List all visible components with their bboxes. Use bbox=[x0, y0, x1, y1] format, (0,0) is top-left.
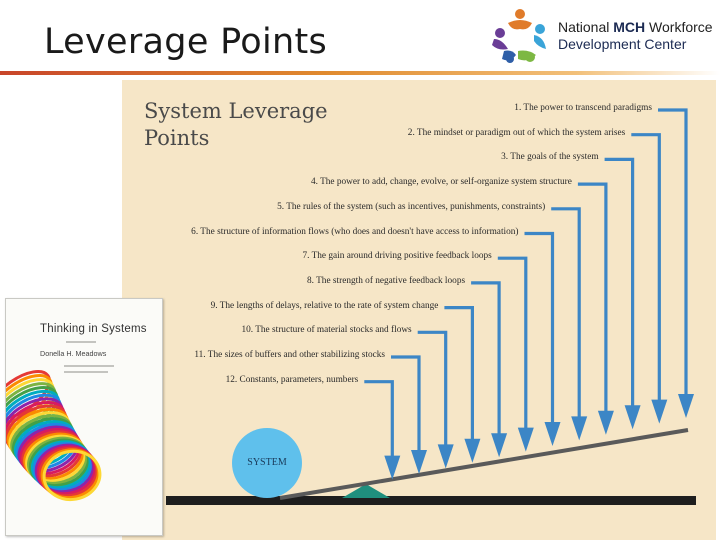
book-subtitle-line bbox=[66, 341, 96, 343]
leverage-point-label-3: 3. The goals of the system bbox=[501, 152, 599, 163]
book-editor-line-2 bbox=[64, 371, 108, 373]
leverage-arrow-9 bbox=[444, 306, 474, 443]
system-ball bbox=[232, 428, 302, 498]
leverage-arrow-11 bbox=[391, 355, 421, 454]
leverage-point-label-7: 7. The gain around driving positive feed… bbox=[302, 251, 492, 262]
slinky-illustration bbox=[6, 370, 102, 502]
leverage-point-label-4: 4. The power to add, change, evolve, or … bbox=[310, 177, 572, 188]
fulcrum bbox=[342, 484, 390, 498]
leverage-points-diagram: System Leverage Points 1. The power to t… bbox=[122, 80, 716, 540]
leverage-arrowhead-9 bbox=[464, 438, 481, 463]
slinky-coil bbox=[42, 449, 102, 502]
leverage-point-label-1: 1. The power to transcend paradigms bbox=[514, 103, 652, 113]
book-editor-line bbox=[64, 365, 114, 367]
logo-people-icon bbox=[492, 9, 546, 63]
leverage-point-label-6: 6. The structure of information flows (w… bbox=[191, 226, 519, 237]
diagram-heading-line2: Points bbox=[144, 126, 210, 150]
leverage-arrowhead-7 bbox=[517, 427, 534, 452]
diagram-graphic bbox=[166, 108, 696, 505]
book-cover: Thinking in Systems Donella H. Meadows bbox=[5, 298, 163, 536]
leverage-point-label-9: 9. The lengths of delays, relative to th… bbox=[210, 300, 439, 311]
leverage-arrowhead-6 bbox=[544, 422, 561, 446]
leverage-arrowhead-5 bbox=[571, 416, 588, 441]
leverage-arrowhead-12 bbox=[384, 455, 401, 480]
leverage-point-label-11: 11. The sizes of buffers and other stabi… bbox=[194, 350, 385, 360]
leverage-point-label-10: 10. The structure of material stocks and… bbox=[241, 325, 412, 336]
leverage-arrow-8 bbox=[471, 281, 501, 438]
system-label: SYSTEM bbox=[247, 457, 287, 468]
logo-name-line2: Development Center bbox=[558, 36, 687, 52]
leverage-point-label-5: 5. The rules of the system (such as ince… bbox=[277, 201, 546, 212]
leverage-point-label-2: 2. The mindset or paradigm out of which … bbox=[407, 127, 626, 138]
leverage-point-label-12: 12. Constants, parameters, numbers bbox=[225, 374, 359, 385]
organization-logo: National MCH Workforce Development Cente… bbox=[488, 5, 718, 69]
leverage-arrowhead-8 bbox=[491, 433, 508, 458]
leverage-arrow-2 bbox=[631, 133, 661, 404]
leverage-arrow-3 bbox=[604, 157, 635, 410]
slide-title: Leverage Points bbox=[44, 22, 328, 62]
leverage-arrow-12 bbox=[364, 380, 394, 460]
book-author: Donella H. Meadows bbox=[40, 349, 107, 358]
leverage-arrow-7 bbox=[497, 256, 528, 432]
leverage-arrow-10 bbox=[417, 330, 448, 449]
leverage-arrow-4 bbox=[577, 182, 608, 415]
leverage-arrowhead-10 bbox=[437, 444, 454, 469]
title-divider bbox=[0, 71, 720, 75]
leverage-point-label-8: 8. The strength of negative feedback loo… bbox=[307, 275, 466, 286]
leverage-arrow-5 bbox=[551, 207, 581, 421]
leverage-arrow-6 bbox=[524, 231, 555, 426]
leverage-arrowhead-1 bbox=[678, 394, 694, 418]
leverage-arrow-1 bbox=[658, 108, 688, 398]
leverage-arrowhead-3 bbox=[624, 405, 641, 430]
diagram-heading-line1: System Leverage bbox=[144, 99, 328, 123]
leverage-arrows bbox=[364, 108, 694, 480]
logo-name-line1: National MCH Workforce bbox=[558, 19, 713, 35]
diagram-heading: System Leverage Points bbox=[144, 98, 328, 152]
leverage-arrowhead-4 bbox=[597, 410, 614, 435]
leverage-arrowhead-11 bbox=[411, 450, 427, 474]
book-title: Thinking in Systems bbox=[40, 323, 147, 335]
leverage-arrowhead-2 bbox=[651, 399, 668, 424]
lever-beam bbox=[279, 428, 689, 500]
base-bar bbox=[166, 496, 696, 505]
